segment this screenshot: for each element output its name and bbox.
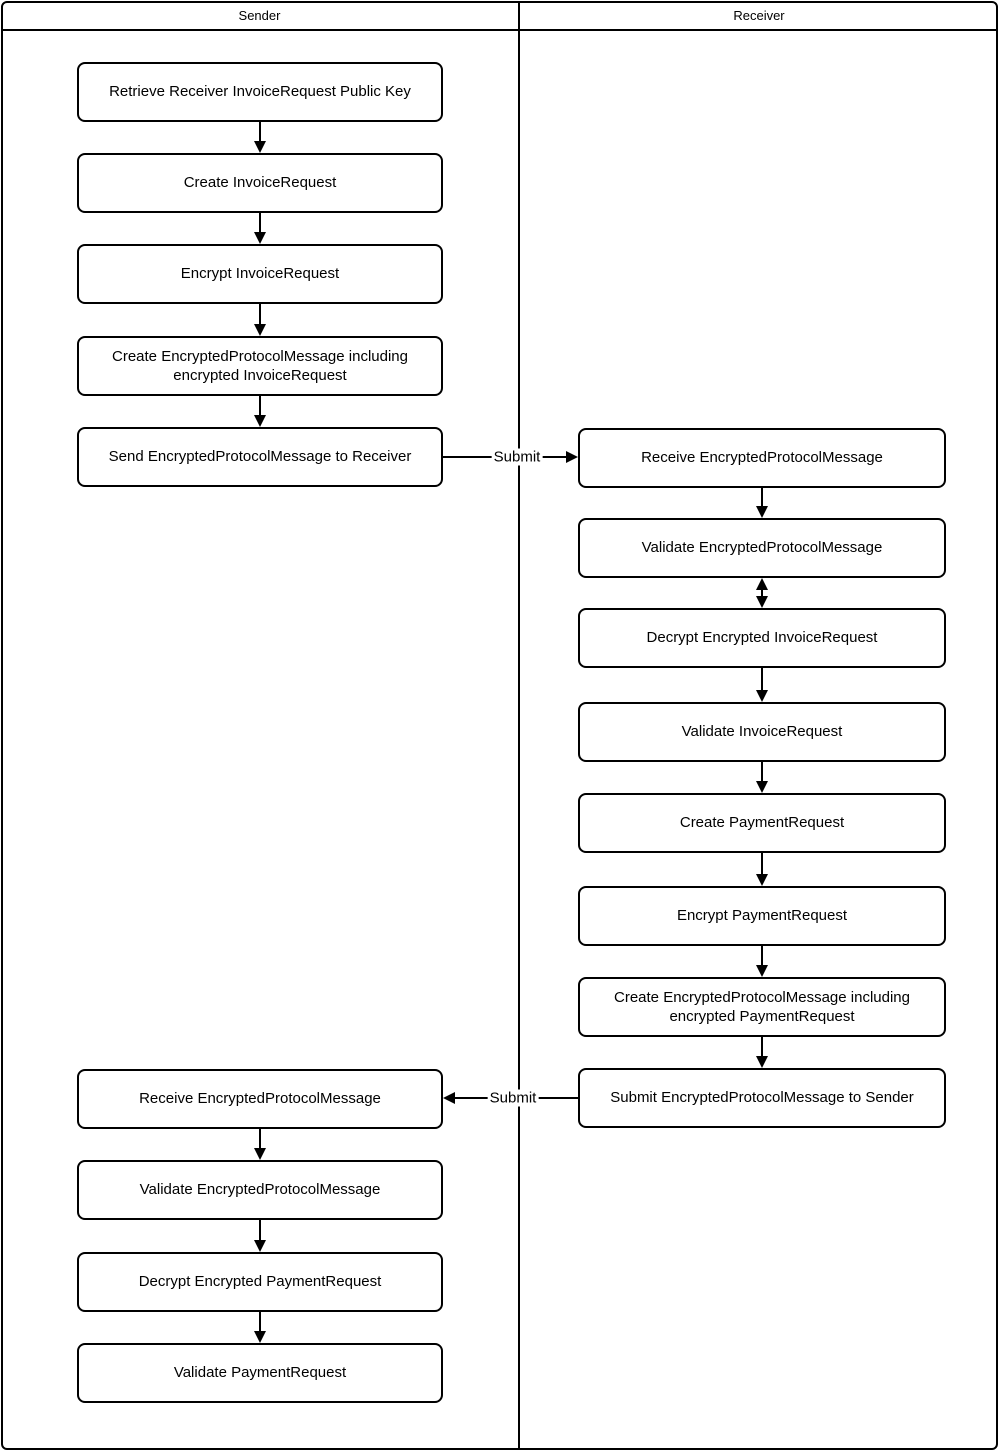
connector-line bbox=[259, 122, 261, 142]
node-receive-encryptedprotocolmessage: Receive EncryptedProtocolMessage bbox=[578, 428, 946, 488]
arrow-down-icon bbox=[756, 965, 768, 977]
node-retrieve-receiver-public-key: Retrieve Receiver InvoiceRequest Public … bbox=[77, 62, 443, 122]
node-decrypt-encrypted-invoicerequest: Decrypt Encrypted InvoiceRequest bbox=[578, 608, 946, 668]
node-encrypt-paymentrequest: Encrypt PaymentRequest bbox=[578, 886, 946, 946]
arrow-right-icon bbox=[566, 451, 578, 463]
lane-divider bbox=[518, 1, 520, 1450]
arrow-down-icon bbox=[254, 415, 266, 427]
connector-line bbox=[761, 668, 763, 691]
submit-label-to-receiver: Submit bbox=[491, 448, 543, 466]
arrow-left-icon bbox=[443, 1092, 455, 1104]
connector-line bbox=[259, 213, 261, 233]
connector-line bbox=[259, 396, 261, 416]
arrow-down-icon bbox=[756, 781, 768, 793]
node-submit-encryptedprotocolmessage-to-sender: Submit EncryptedProtocolMessage to Sende… bbox=[578, 1068, 946, 1128]
node-create-encryptedprotocolmessage-paymentrequest: Create EncryptedProtocolMessage includin… bbox=[578, 977, 946, 1037]
connector-line bbox=[259, 1220, 261, 1241]
connector-line bbox=[761, 588, 763, 598]
lane-header-receiver: Receiver bbox=[733, 7, 785, 23]
connector-line bbox=[761, 1037, 763, 1057]
node-create-encryptedprotocolmessage-invoicerequest: Create EncryptedProtocolMessage includin… bbox=[77, 336, 443, 396]
arrow-down-icon bbox=[756, 690, 768, 702]
node-decrypt-encrypted-paymentrequest: Decrypt Encrypted PaymentRequest bbox=[77, 1252, 443, 1312]
arrow-down-icon bbox=[254, 232, 266, 244]
arrow-down-icon bbox=[756, 874, 768, 886]
submit-label-to-sender: Submit bbox=[487, 1089, 539, 1107]
node-validate-invoicerequest: Validate InvoiceRequest bbox=[578, 702, 946, 762]
arrow-down-icon bbox=[756, 596, 768, 608]
arrow-up-icon bbox=[756, 578, 768, 590]
node-create-invoicerequest: Create InvoiceRequest bbox=[77, 153, 443, 213]
connector-line bbox=[761, 853, 763, 875]
arrow-down-icon bbox=[254, 1240, 266, 1252]
node-validate-paymentrequest: Validate PaymentRequest bbox=[77, 1343, 443, 1403]
arrow-down-icon bbox=[756, 506, 768, 518]
node-send-encryptedprotocolmessage-to-receiver: Send EncryptedProtocolMessage to Receive… bbox=[77, 427, 443, 487]
connector-line bbox=[259, 1129, 261, 1149]
connector-line bbox=[761, 946, 763, 966]
arrow-down-icon bbox=[254, 1331, 266, 1343]
connector-line bbox=[761, 762, 763, 782]
header-separator bbox=[1, 29, 998, 31]
node-encrypt-invoicerequest: Encrypt InvoiceRequest bbox=[77, 244, 443, 304]
node-validate-encryptedprotocolmessage: Validate EncryptedProtocolMessage bbox=[578, 518, 946, 578]
node-sender-receive-encryptedprotocolmessage: Receive EncryptedProtocolMessage bbox=[77, 1069, 443, 1129]
connector-line bbox=[761, 488, 763, 507]
arrow-down-icon bbox=[254, 324, 266, 336]
arrow-down-icon bbox=[254, 141, 266, 153]
arrow-down-icon bbox=[756, 1056, 768, 1068]
node-sender-validate-encryptedprotocolmessage: Validate EncryptedProtocolMessage bbox=[77, 1160, 443, 1220]
node-create-paymentrequest: Create PaymentRequest bbox=[578, 793, 946, 853]
arrow-down-icon bbox=[254, 1148, 266, 1160]
connector-line bbox=[259, 304, 261, 325]
connector-line bbox=[259, 1312, 261, 1332]
lane-header-sender: Sender bbox=[238, 7, 281, 23]
